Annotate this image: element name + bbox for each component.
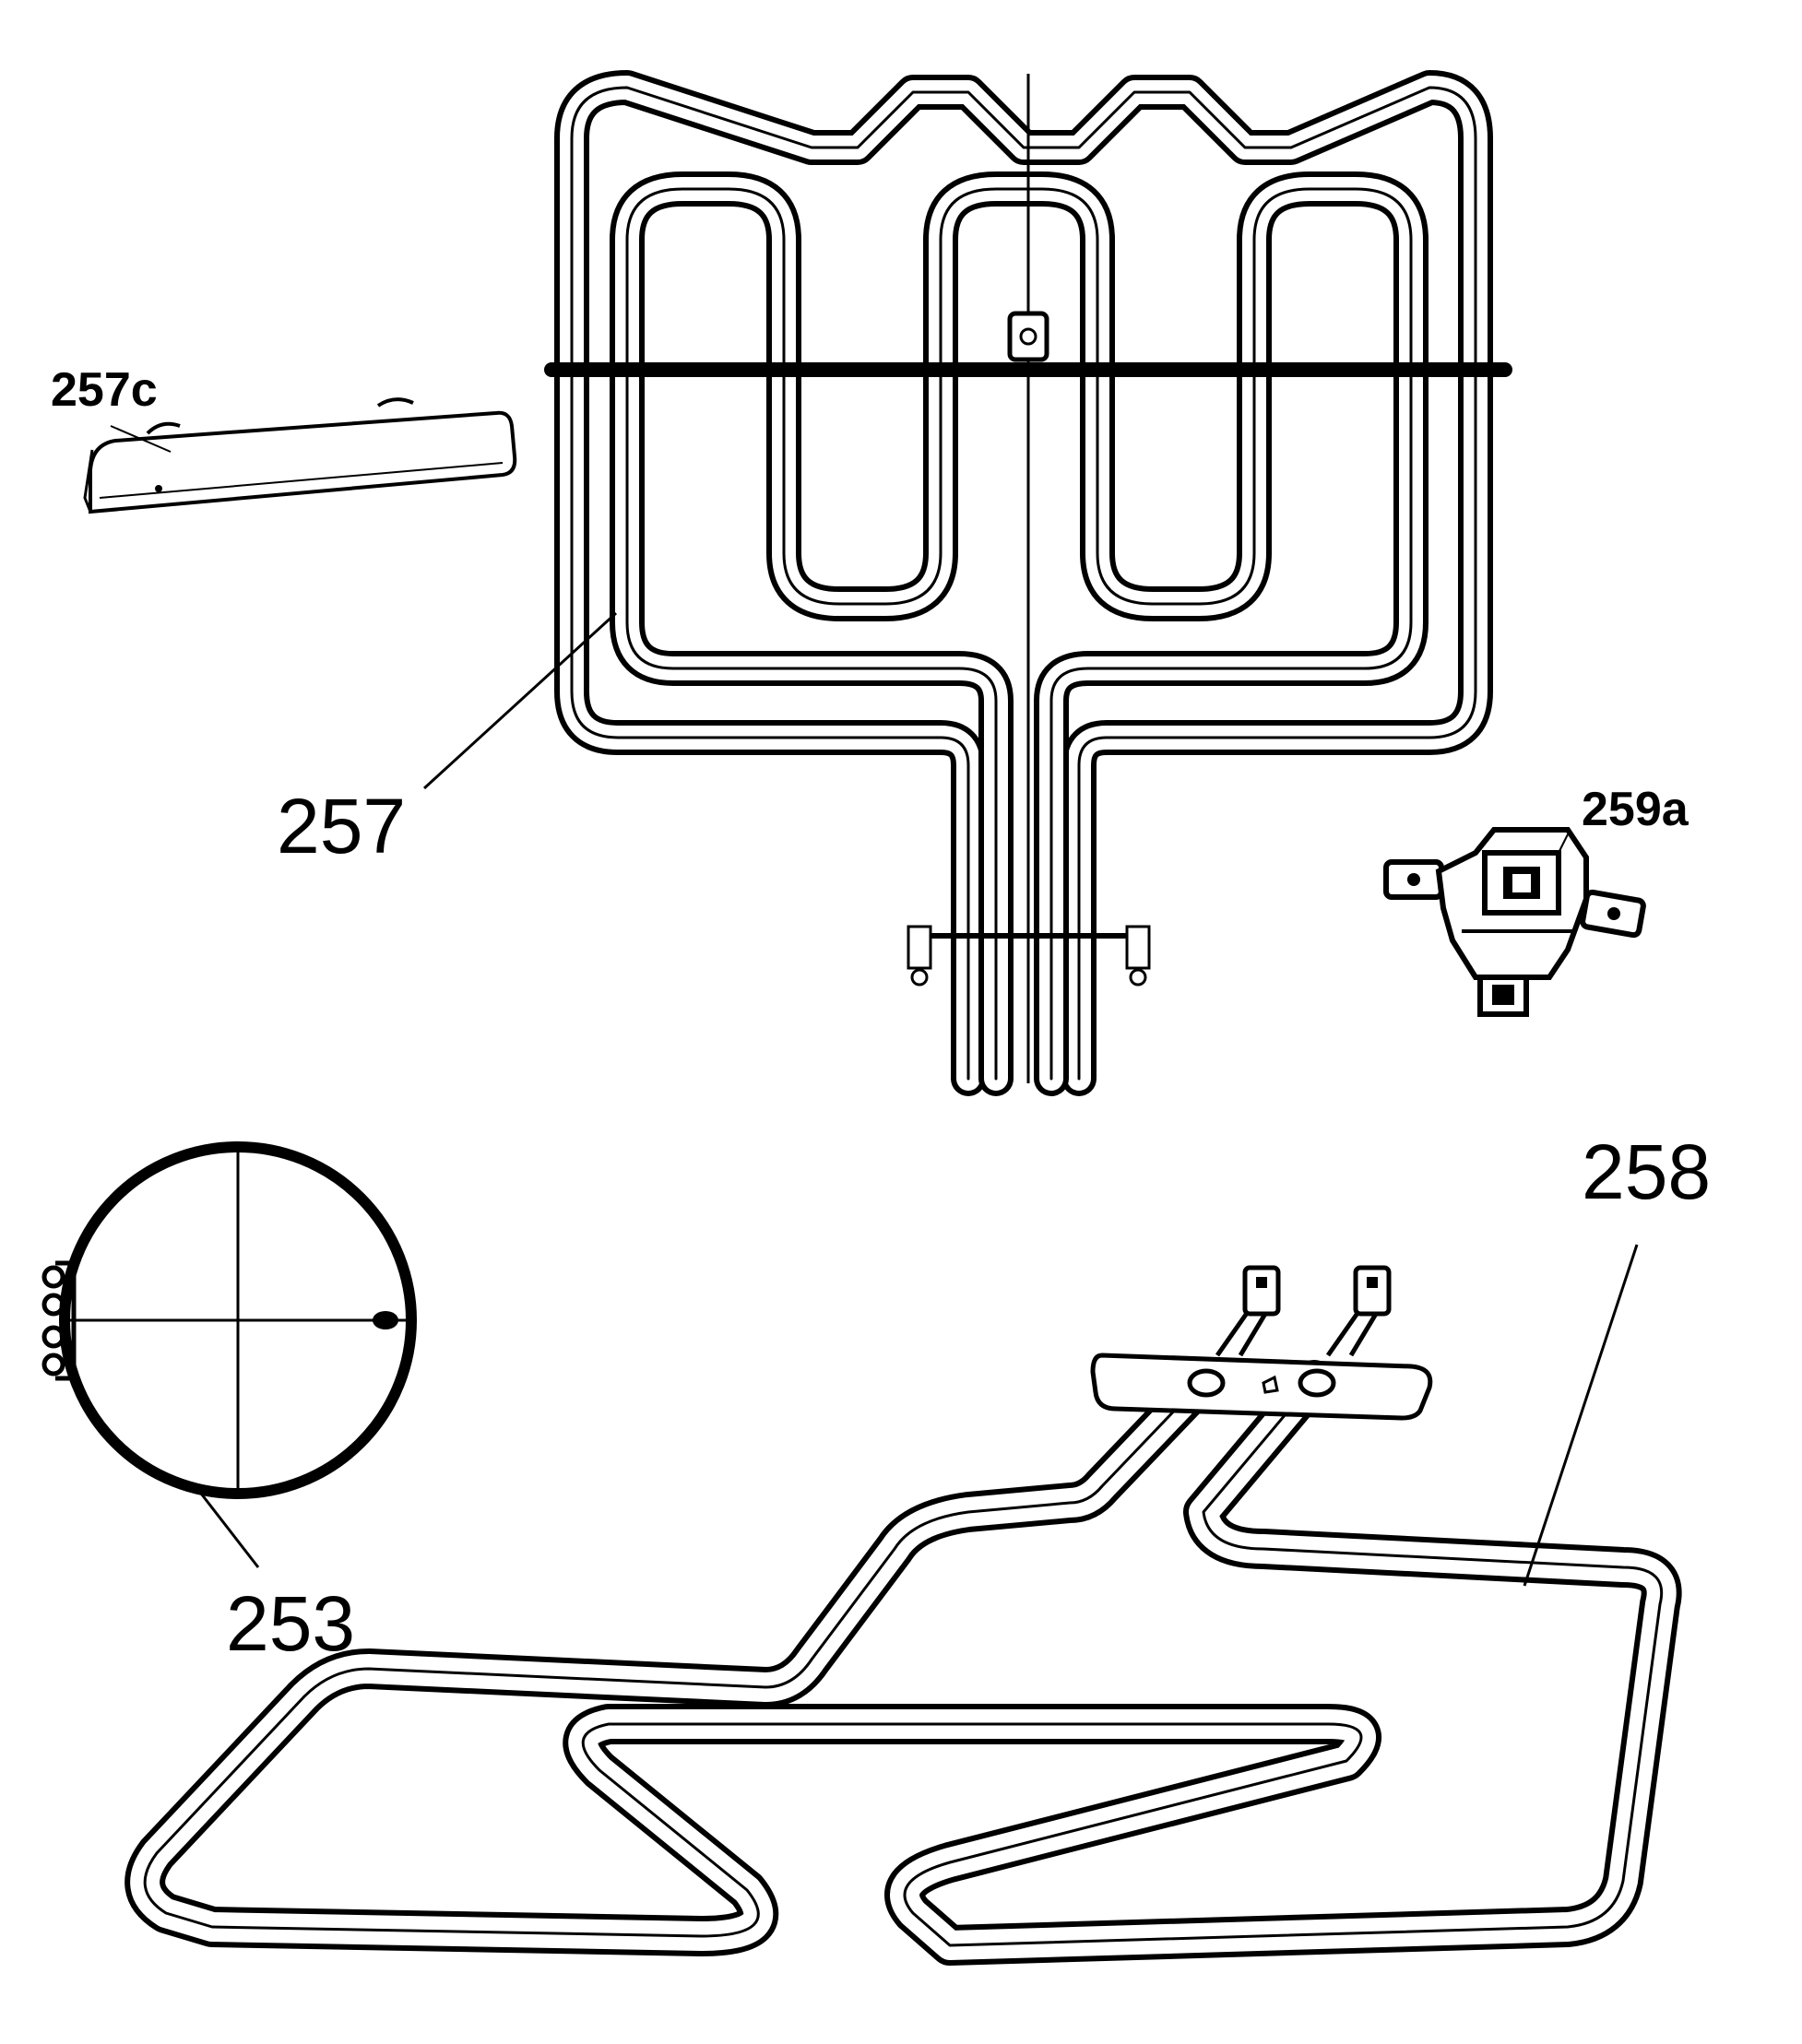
grill-element-257	[544, 74, 1512, 1083]
cover-strip-257c	[83, 397, 517, 514]
label-259a: 259a	[1582, 783, 1689, 836]
label-257: 257	[277, 783, 406, 869]
label-253: 253	[226, 1580, 355, 1667]
terminal-block	[41, 1260, 77, 1381]
thermostat-259a	[1383, 827, 1646, 1017]
circular-element-253	[41, 1141, 417, 1499]
lower-element-258	[145, 1265, 1662, 1945]
label-258: 258	[1582, 1128, 1711, 1215]
label-257c: 257c	[51, 363, 158, 417]
leader-lines	[196, 611, 1639, 1587]
